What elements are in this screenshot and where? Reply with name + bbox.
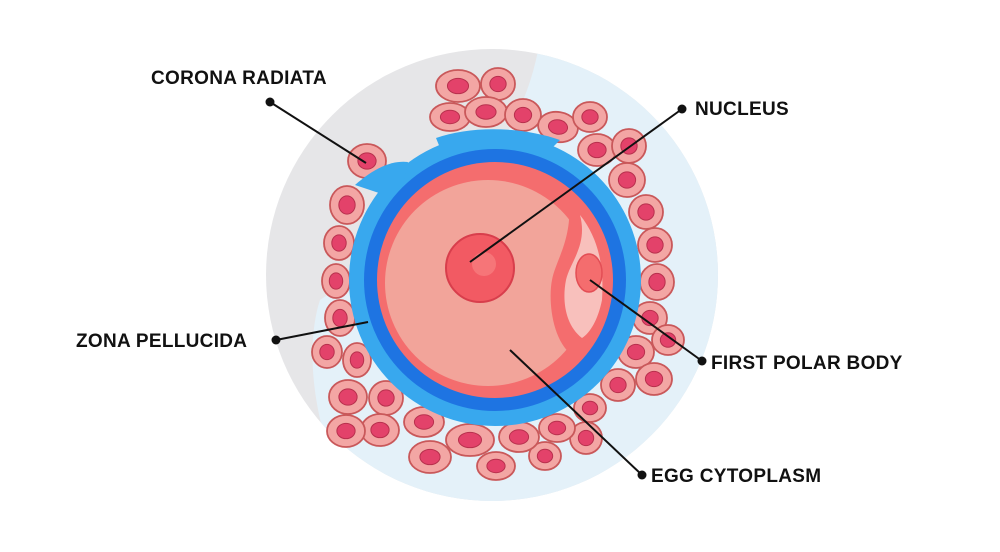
corona-cell-nucleus [626,343,646,361]
corona-cell-nucleus [637,203,655,221]
callout-line-first-polar-body [589,279,703,362]
callout-dot-zona-pellucida [271,335,281,345]
corona-cell [429,102,471,132]
corona-cell [632,301,668,335]
corona-cell-nucleus [536,448,554,464]
callout-line-zona-pellucida [275,321,369,341]
corona-cell-nucleus [475,104,497,120]
label-nucleus: NUCLEUS [695,99,789,120]
corona-cell-nucleus [419,448,441,466]
label-first-polar-body: FIRST POLAR BODY [711,353,903,374]
callout-dot-egg-cytoplasm [637,470,647,480]
corona-cell-nucleus [370,421,390,439]
corona-radiata-cells [311,67,685,481]
corona-cell-nucleus [357,152,377,170]
corona-cell-nucleus [489,75,507,93]
corona-cell-nucleus [644,370,664,388]
nucleolus [472,252,496,276]
corona-cell-nucleus [349,351,365,369]
corona-cell-nucleus [439,109,461,125]
corona-cell [464,96,508,128]
corona-cell-nucleus [513,106,533,124]
corona-cell [360,413,400,447]
corona-cell-nucleus [587,141,607,159]
corona-cell-nucleus [577,429,595,447]
corona-cell [480,67,516,101]
corona-cell-nucleus [336,422,356,440]
corona-cell-nucleus [413,414,435,430]
corona-cell [635,362,673,396]
corona-cell-nucleus [646,236,664,254]
corona-cell [321,263,351,299]
corona-cell-nucleus [648,272,666,292]
corona-cell-nucleus [659,332,677,348]
corona-cell [326,414,366,448]
first-polar-body [575,253,603,293]
corona-cell [311,335,343,369]
corona-cell [329,185,365,225]
corona-cell-nucleus [457,431,483,449]
corona-cell [573,393,607,423]
callout-dots [265,97,707,480]
label-zona-pellucida: ZONA PELLUCIDA [76,331,248,352]
corona-cell [537,110,579,144]
corona-cell-nucleus [331,234,347,252]
corona-cell-nucleus [377,389,395,407]
callout-dot-corona-radiata [265,97,275,107]
corona-cell [435,69,481,103]
corona-cell [504,98,542,132]
corona-cell-nucleus [547,420,567,436]
callout-line-nucleus [469,108,683,263]
corona-cell [498,421,540,453]
corona-cell-nucleus [547,119,569,135]
corona-cell [445,423,495,457]
corona-cell-nucleus [581,400,599,416]
corona-cell [611,128,647,164]
corona-cell [577,133,617,167]
corona-cell [628,194,664,230]
corona-cell [608,162,646,198]
label-corona-radiata: CORONA RADIATA [151,68,327,89]
corona-cell-nucleus [508,429,530,445]
corona-cell-nucleus [332,308,348,328]
corona-cell [639,263,675,301]
label-egg-cytoplasm: EGG CYTOPLASM [651,466,822,487]
corona-cell [342,342,372,378]
callout-dot-nucleus [677,104,687,114]
corona-cell [538,413,576,443]
corona-cell [323,225,355,261]
corona-cell-nucleus [328,272,344,290]
callout-line-corona-radiata [269,101,367,164]
corona-cell-nucleus [446,77,470,95]
corona-cell-nucleus [319,343,335,361]
corona-cell [651,324,685,356]
corona-cell [328,379,368,415]
egg-cell [377,162,613,398]
corona-cell-nucleus [581,109,599,125]
zona-pellucida-bump-left [355,161,408,200]
corona-cell [572,101,608,133]
callout-line-egg-cytoplasm [509,349,643,476]
corona-cell-nucleus [486,458,506,474]
corona-cell-nucleus [338,195,356,215]
corona-cell [324,299,356,337]
corona-cell [637,227,673,263]
corona-cell-nucleus [338,388,358,406]
callout-lines [269,101,703,476]
corona-cell [600,368,636,402]
corona-cell [368,380,404,416]
corona-cell-nucleus [609,376,627,394]
corona-cell [476,451,516,481]
callout-dot-first-polar-body [697,356,707,366]
corona-cell [528,441,562,471]
corona-cell-nucleus [617,171,637,189]
corona-cell [408,440,452,474]
